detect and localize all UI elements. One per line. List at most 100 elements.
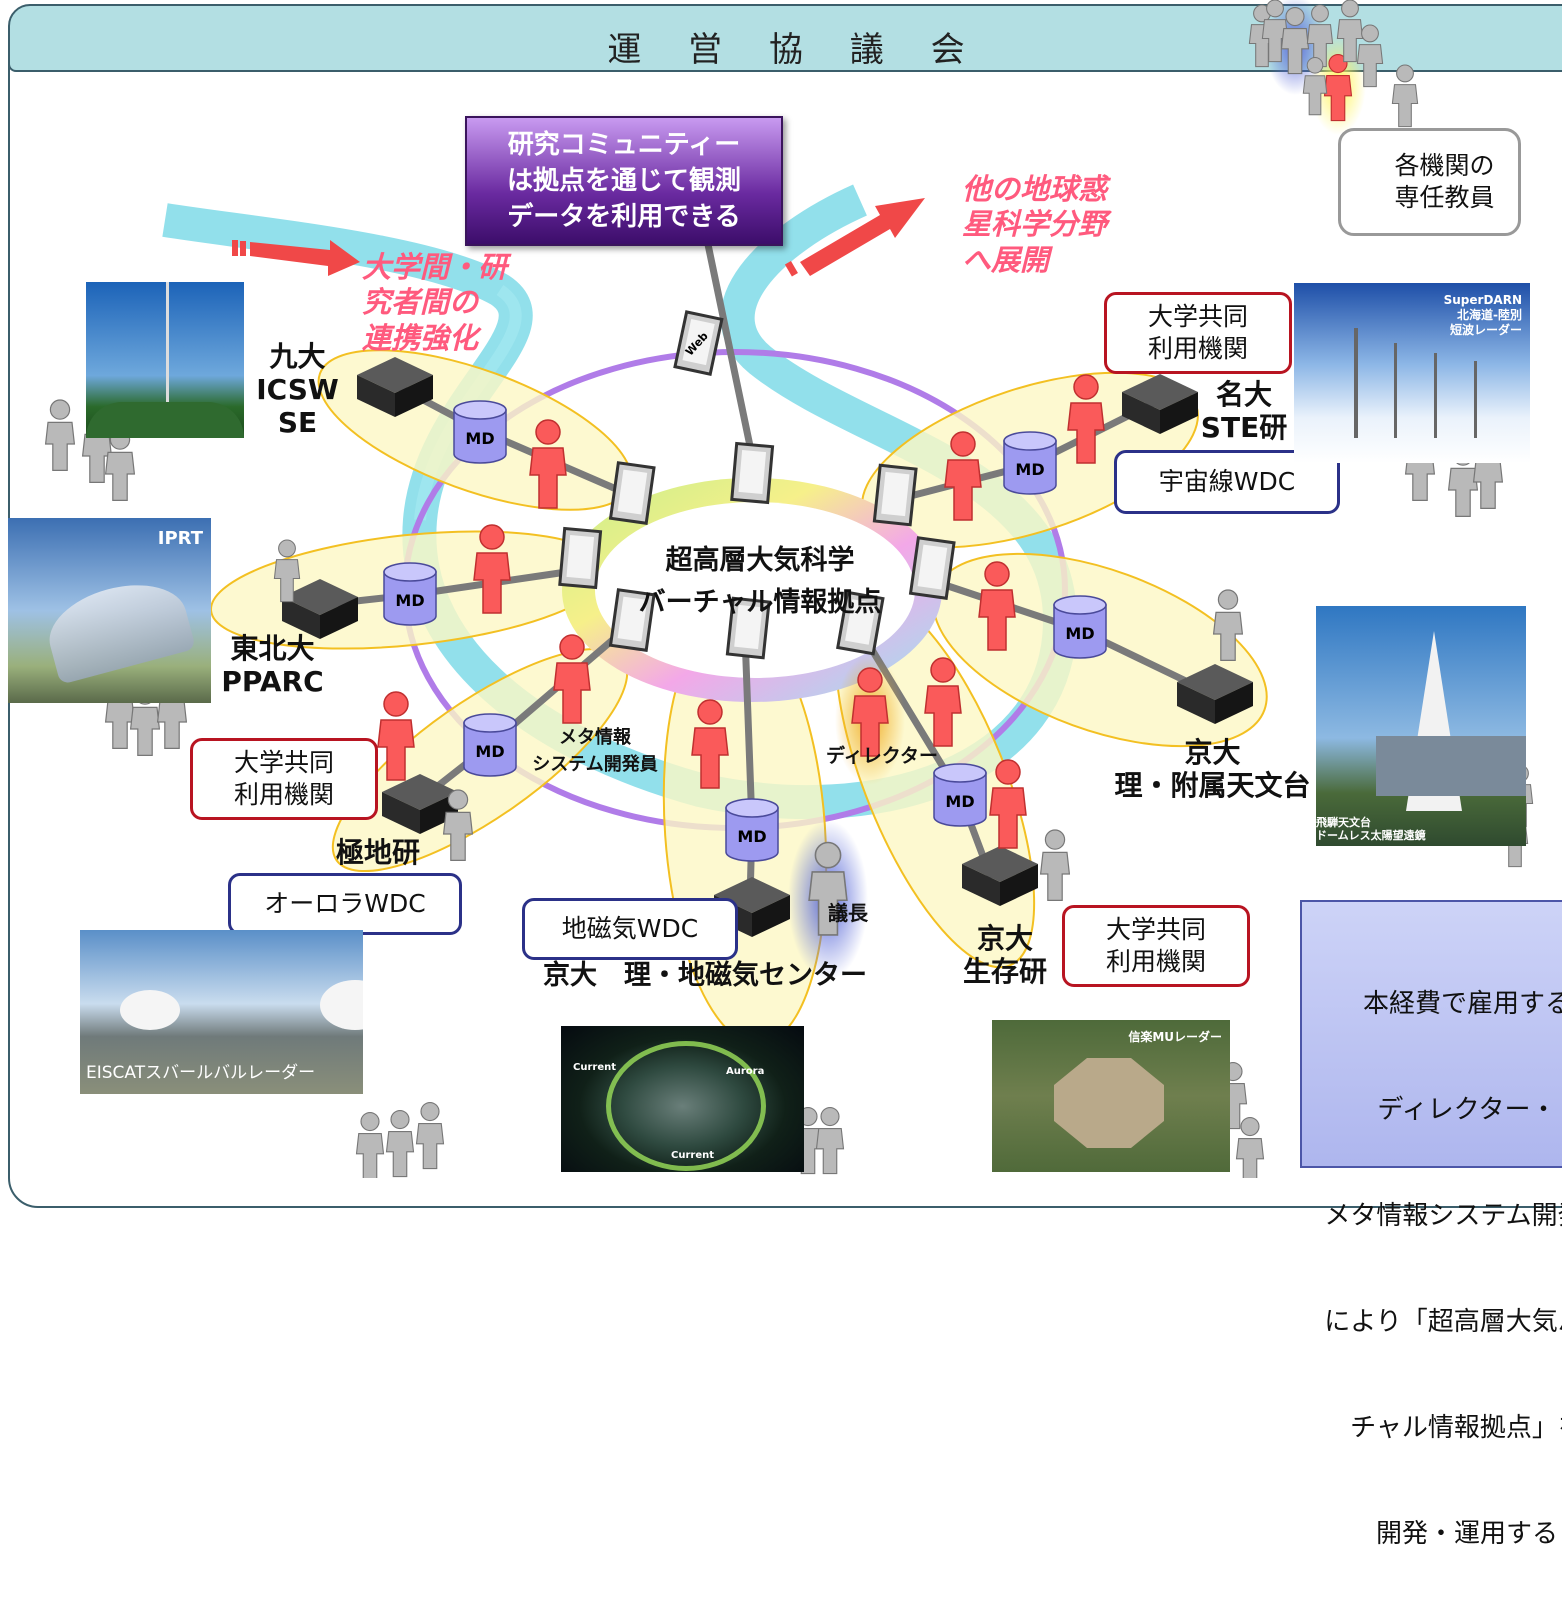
univ-joint-line-1: 大学共同 <box>233 747 334 777</box>
label-tenmon-2: 理・附属天文台 <box>1114 769 1311 803</box>
label-kyoto-chijiki: 京大 理・地磁気センター <box>543 960 867 991</box>
md-label: MD <box>395 591 424 610</box>
monitor-top <box>730 441 775 505</box>
person-gray-19 <box>815 1106 845 1175</box>
arrow-left <box>232 240 360 276</box>
person-gray-27 <box>1306 4 1334 68</box>
hida-line-2: ドームレス太陽望遠鏡 <box>1316 828 1426 842</box>
person-red-nagoya <box>944 431 982 521</box>
label-seizon-2: 生存研 <box>962 955 1047 989</box>
label-meta-1: メタ情報 <box>559 727 631 748</box>
hub-label: 超高層大気科学 バーチャル情報拠点 <box>610 540 910 624</box>
person-gray-25 <box>1261 0 1289 63</box>
legend-line-1: 本経費で雇用する <box>1362 988 1562 1019</box>
label-tohoku-2: PPARC <box>221 665 324 699</box>
person-gray-16 <box>385 1109 415 1178</box>
person-red-chijiki <box>691 699 729 789</box>
person-gray-23 <box>1391 64 1419 128</box>
person-gray-2 <box>104 429 136 502</box>
iprt-caption: IPRT <box>157 528 203 549</box>
label-nagoya-1: 名大 <box>1215 378 1272 411</box>
arrow-left-text: 大学間・研 究者間の 連携強化 <box>362 250 507 356</box>
legend-line-4: により「超高層大気バー <box>1324 1306 1562 1337</box>
community-box: 研究コミュニティー は拠点を通じて観測 データを利用できる <box>465 116 783 246</box>
arrow-left-line-1: 大学間・研 <box>362 250 508 284</box>
person-gray-chair <box>808 841 848 936</box>
person-gray-17 <box>415 1101 445 1170</box>
label-kyudai-3: SE <box>277 406 318 440</box>
box-univ-joint-kyokuchi: 大学共同利用機関 <box>190 738 378 820</box>
monitor-kyudai <box>608 461 656 525</box>
person-gray-11 <box>1212 589 1244 662</box>
person-gray-3 <box>273 539 301 603</box>
monitor-chijiki <box>725 596 771 660</box>
server-seizon <box>962 846 1038 906</box>
person-red-nagoya-2 <box>1067 374 1105 464</box>
arrow-left-line-2: 究者間の <box>362 285 479 320</box>
photo-kyudai-antenna <box>86 282 244 438</box>
arrow-right <box>784 198 925 277</box>
arrow-right-text: 他の地球惑 星科学分野 へ展開 <box>962 172 1107 278</box>
md-chijiki: MD <box>725 798 779 862</box>
person-gray-15 <box>355 1111 385 1178</box>
person-gray-0 <box>44 399 76 472</box>
legend-line-2: ディレクター・ <box>1377 1094 1557 1125</box>
univ-joint-line-2: 利用機関 <box>1147 334 1248 363</box>
arrow-right-line-3: へ展開 <box>962 242 1050 277</box>
page-title: 運 営 協 議 会 <box>607 30 983 70</box>
monitor-web: Web <box>673 310 724 376</box>
photo-aurora-map: Current Aurora Current <box>561 1026 804 1172</box>
person-gray-26 <box>1280 6 1310 75</box>
hida-line-1: 飛騨天文台 <box>1316 815 1371 829</box>
md-label: MD <box>1065 624 1094 643</box>
person-gray-7 <box>442 789 474 862</box>
community-line-2: は拠点を通じて観測 <box>506 165 741 196</box>
box-faculty: 各機関の専任教員 <box>1338 128 1521 236</box>
label-chair: 議長 <box>828 901 868 925</box>
univ-joint-line-2: 利用機関 <box>233 780 334 809</box>
label-director: ディレクター <box>826 745 938 767</box>
monitor-seizon <box>836 590 885 656</box>
person-red-kyudai <box>529 419 567 509</box>
person-gray-20 <box>1235 1116 1265 1178</box>
md-label: MD <box>465 429 494 448</box>
superdarn-line-1: SuperDARN <box>1443 293 1522 307</box>
aurora-label: Aurora <box>726 1066 765 1077</box>
person-red-council <box>1323 53 1353 122</box>
box-cosmic-wdc: 宇宙線WDC <box>1114 450 1340 514</box>
label-meta-developer: メタ情報 システム開発員 <box>520 724 670 778</box>
md-tenmon: MD <box>1053 595 1107 659</box>
md-tohoku: MD <box>383 562 437 626</box>
box-geomag-wdc: 地磁気WDC <box>522 898 738 960</box>
label-nagoya: 名大 STE研 <box>1188 378 1300 444</box>
person-red-kyokuchi <box>377 691 415 781</box>
label-kyokuchi: 極地研 <box>335 836 420 869</box>
person-gray-28 <box>1336 0 1364 63</box>
label-tohoku-1: 東北大 <box>230 632 315 665</box>
mu-caption: 信楽MUレーダー <box>1128 1030 1222 1044</box>
aurora-current-1: Current <box>573 1062 617 1073</box>
label-seizon-1: 京大 <box>976 922 1033 955</box>
label-kyoto-tenmon: 京大 理・附属天文台 <box>1105 736 1320 802</box>
superdarn-line-2: 北海道-陸別 <box>1457 308 1522 322</box>
arrow-left-line-3: 連携強化 <box>362 320 479 355</box>
md-label: MD <box>475 742 504 761</box>
legend-line-6: 開発・運用する <box>1375 1519 1558 1550</box>
person-red-meta <box>553 634 591 724</box>
box-univ-joint-seizon: 大学共同利用機関 <box>1062 905 1250 987</box>
photo-hida-observatory: 飛騨天文台 ドームレス太陽望遠鏡 <box>1316 606 1526 846</box>
server-tohoku <box>282 579 358 639</box>
hub-label-line-1: 超高層大気科学 <box>665 545 855 576</box>
person-red-director <box>851 667 889 757</box>
aurora-current-2: Current <box>671 1150 715 1161</box>
person-gray-29 <box>1356 24 1384 88</box>
photo-eiscat: EISCATスバールバルレーダー <box>80 930 363 1094</box>
person-red-seizon-2 <box>989 759 1027 849</box>
server-tenmon <box>1177 664 1253 724</box>
label-tohoku: 東北大 PPARC <box>215 632 330 698</box>
univ-joint-line-2: 利用機関 <box>1105 947 1206 976</box>
person-gray-30 <box>1302 57 1328 116</box>
faculty-line-1: 各機関の <box>1394 150 1495 180</box>
